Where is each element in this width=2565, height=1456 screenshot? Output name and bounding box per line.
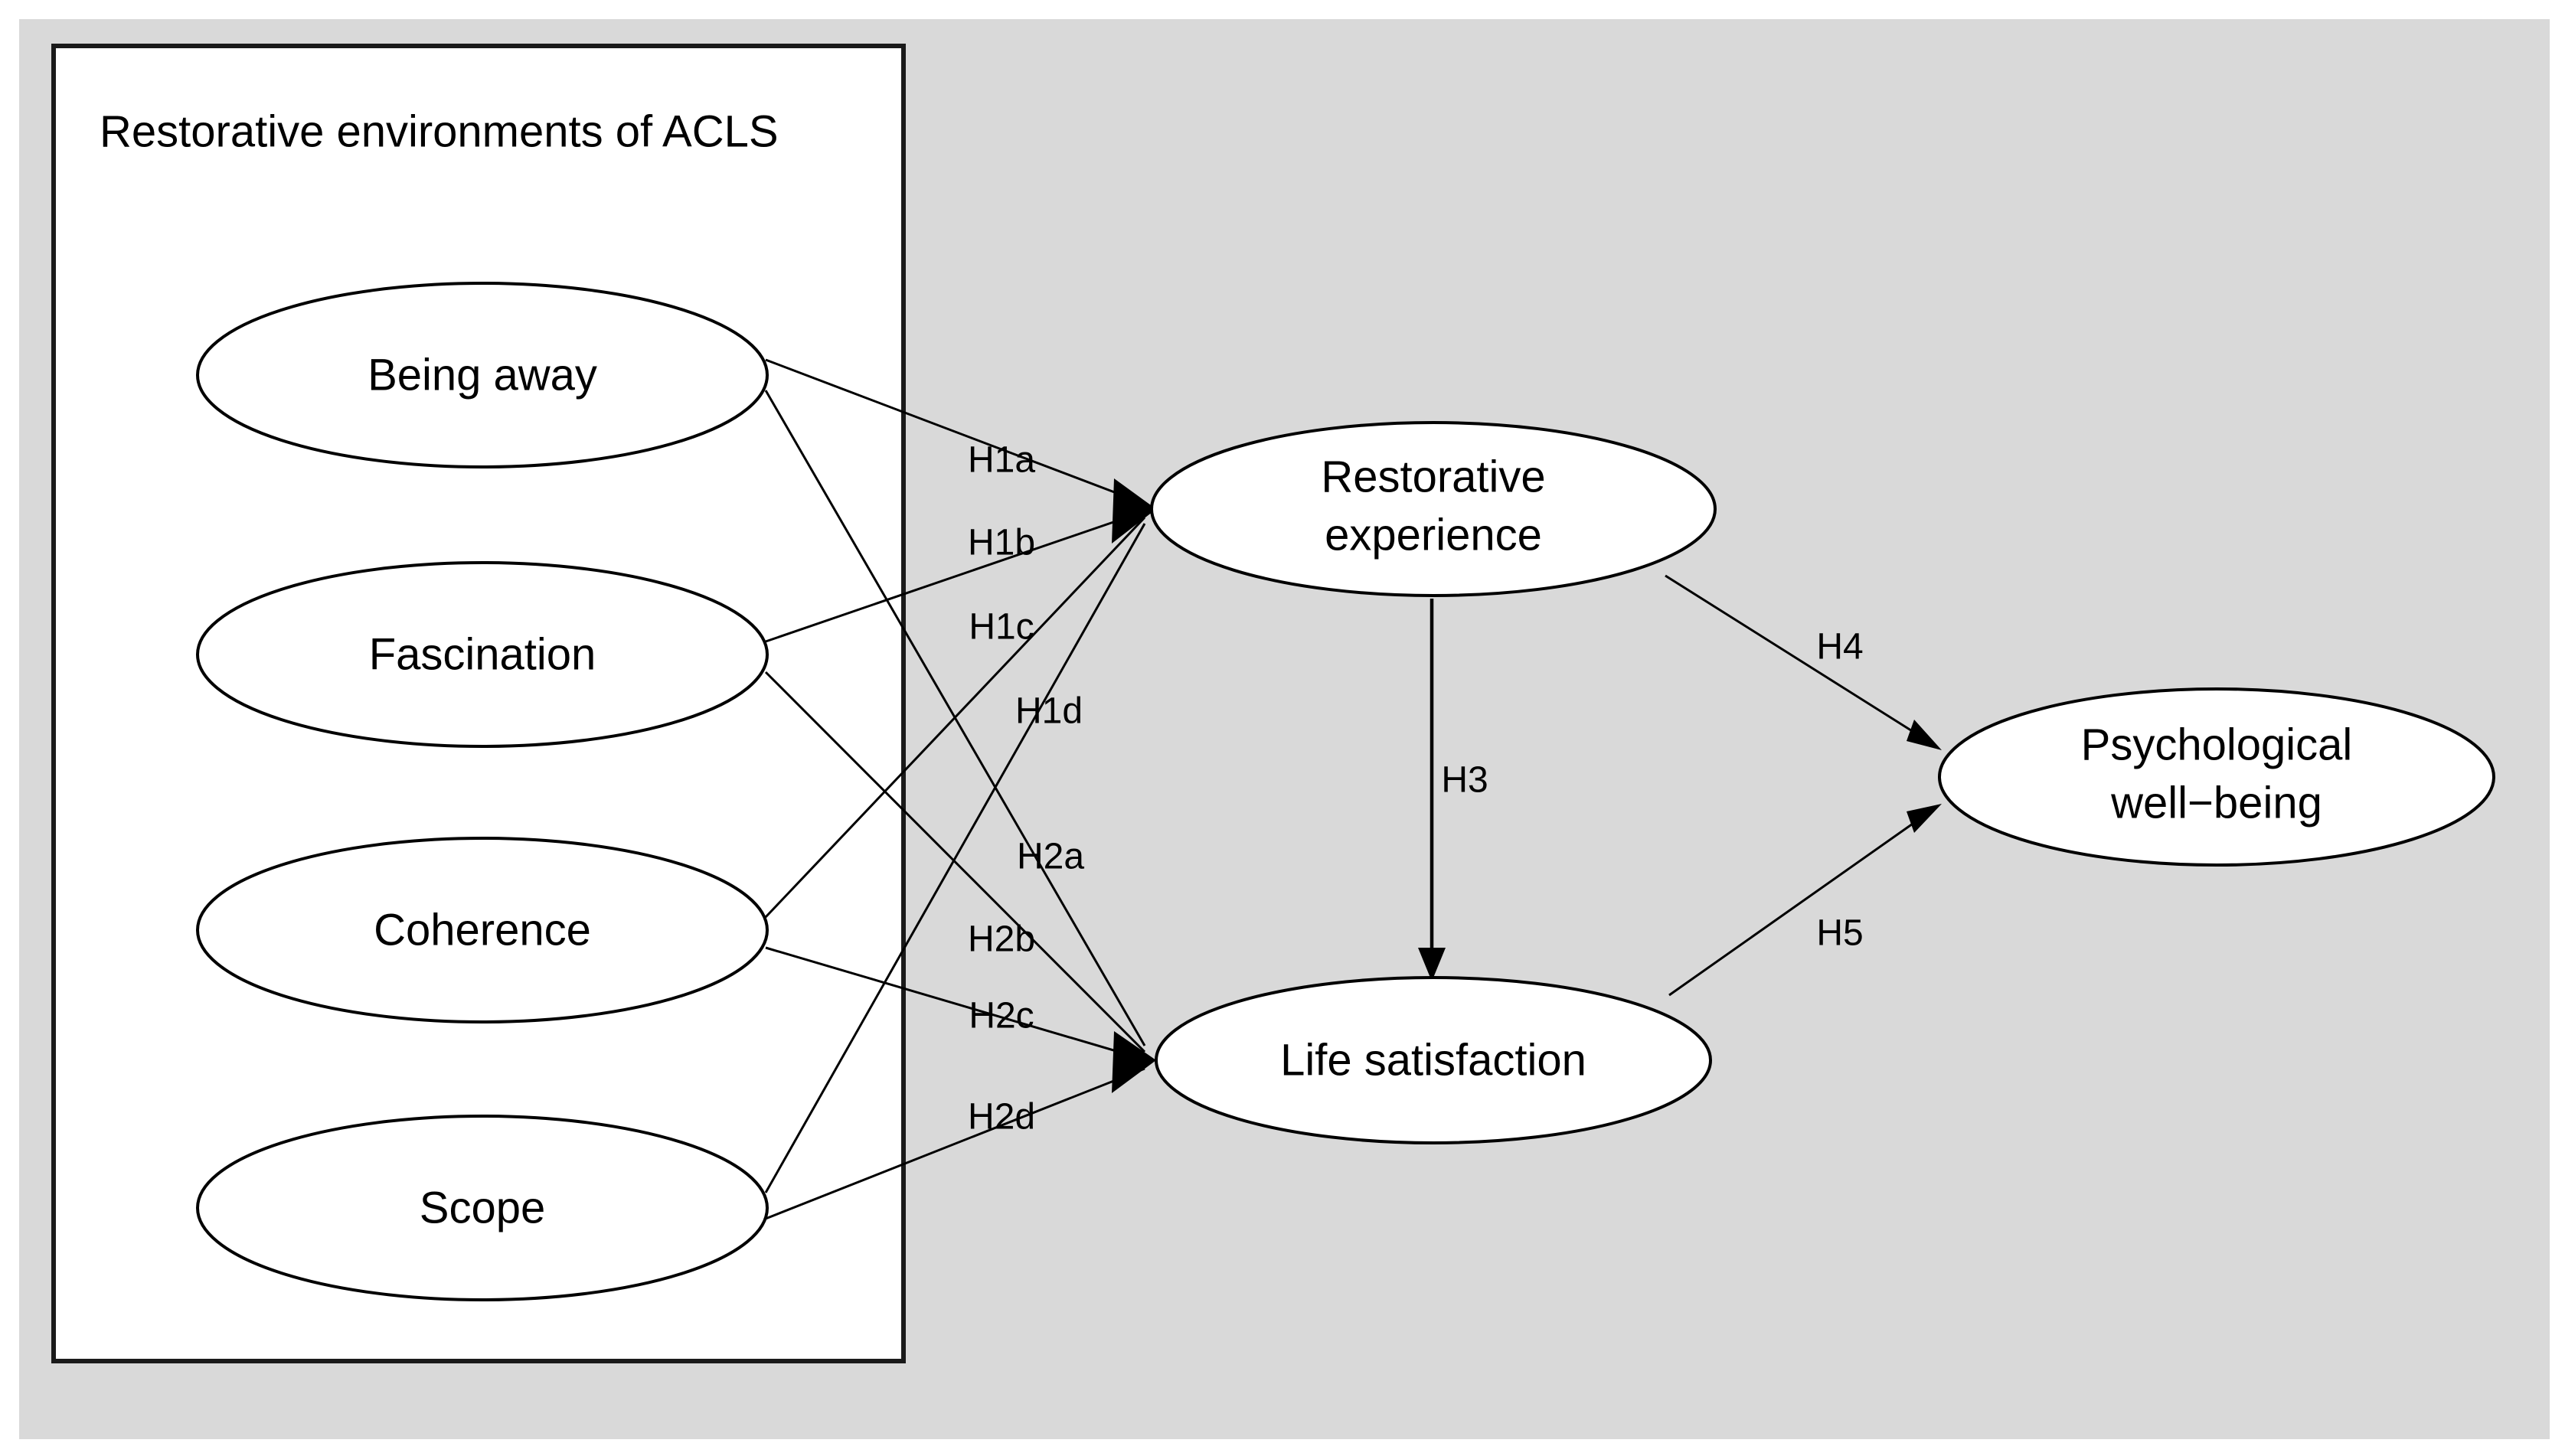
restorative-experience-ellipse[interactable]: [1150, 421, 1717, 597]
node-being-away[interactable]: Being away: [196, 282, 769, 468]
being-away-ellipse[interactable]: [196, 282, 769, 468]
h3-arrowhead: [1418, 948, 1446, 981]
h1a-line: [765, 358, 1145, 505]
h4-line: [1665, 574, 1929, 743]
path-label-h2b: H2b: [968, 919, 1035, 960]
h1d-line: [764, 523, 1146, 1193]
node-coherence[interactable]: Coherence: [196, 837, 769, 1023]
h2-path-lines: [764, 390, 1146, 1220]
h3-path: [1418, 599, 1446, 981]
h5-path: [1668, 804, 1942, 997]
path-label-h1d: H1d: [1015, 691, 1083, 732]
psychological-well-being-label-line2: well−being: [2110, 778, 2322, 828]
node-fascination[interactable]: Fascination: [196, 561, 769, 748]
h2d-line: [765, 1067, 1145, 1220]
coherence-ellipse[interactable]: [196, 837, 769, 1023]
node-scope[interactable]: Scope: [196, 1115, 769, 1301]
life-satisfaction-ellipse[interactable]: [1155, 976, 1712, 1144]
h4-path: [1665, 574, 1942, 750]
being-away-label: Being away: [368, 350, 597, 400]
h5-arrowhead: [1907, 804, 1942, 833]
h2-arrowhead-cluster: [1112, 1031, 1156, 1093]
psychological-well-being-ellipse[interactable]: [1938, 687, 2495, 867]
h2c-line: [765, 946, 1145, 1061]
h1-arrowhead-cluster: [1112, 478, 1156, 544]
path-label-h3: H3: [1441, 760, 1488, 801]
h1b-line: [765, 510, 1145, 643]
path-label-h4: H4: [1816, 627, 1863, 668]
h5-line: [1668, 811, 1929, 997]
h4-arrowhead: [1907, 720, 1942, 750]
path-label-h1b: H1b: [968, 523, 1035, 563]
path-label-h1c: H1c: [969, 607, 1034, 648]
fascination-ellipse[interactable]: [196, 561, 769, 748]
h2b-line: [764, 671, 1146, 1053]
life-satisfaction-label: Life satisfaction: [1280, 1035, 1586, 1085]
path-label-h1a: H1a: [968, 440, 1035, 481]
path-label-h2d: H2d: [968, 1097, 1035, 1138]
scope-ellipse[interactable]: [196, 1115, 769, 1301]
path-label-h5: H5: [1816, 913, 1863, 954]
coherence-label: Coherence: [374, 905, 591, 955]
node-restorative-experience[interactable]: Restorative experience: [1150, 421, 1717, 597]
path-label-h2a: H2a: [1017, 837, 1084, 877]
path-label-h2c: H2c: [969, 996, 1034, 1037]
node-psychological-well-being[interactable]: Psychological well−being: [1938, 687, 2495, 867]
h2a-line: [764, 390, 1146, 1046]
fascination-label: Fascination: [369, 629, 596, 679]
restorative-experience-label-line1: Restorative: [1321, 452, 1545, 501]
restorative-experience-label-line2: experience: [1325, 510, 1542, 560]
scope-label: Scope: [420, 1183, 545, 1232]
node-life-satisfaction[interactable]: Life satisfaction: [1155, 976, 1712, 1144]
group-title: Restorative environments of ACLS: [100, 106, 779, 156]
psychological-well-being-label-line1: Psychological: [2081, 720, 2353, 769]
